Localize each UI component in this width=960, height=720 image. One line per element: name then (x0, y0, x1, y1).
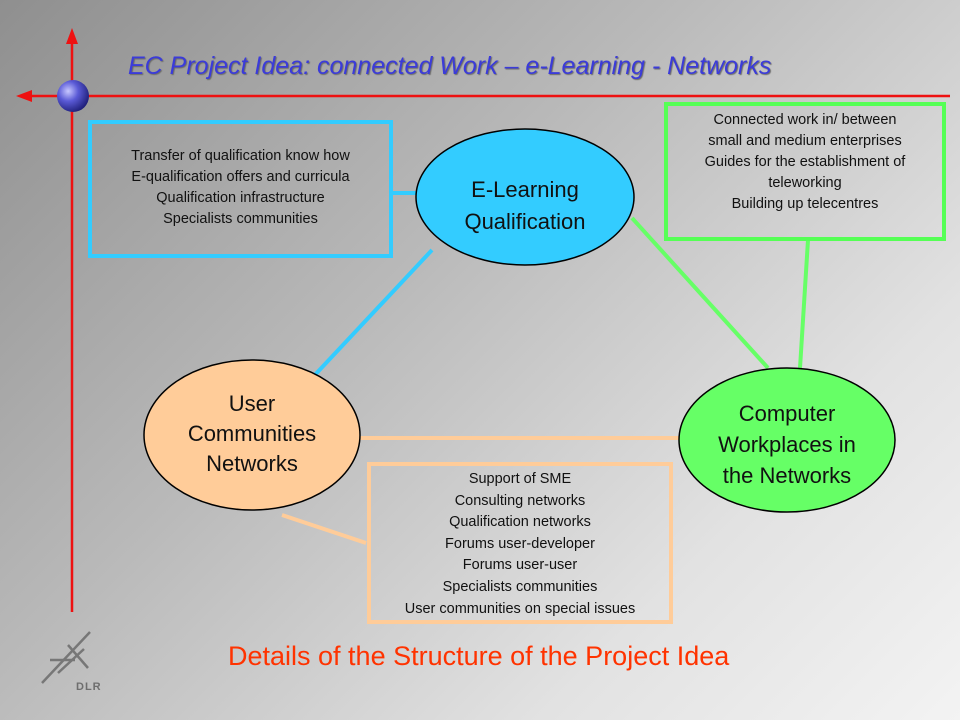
vertical-axis-arrowhead (66, 28, 78, 44)
user-detail-line: User communities on special issues (404, 600, 636, 617)
node-user-label: User Communities Networks (142, 389, 362, 479)
qualification-detail-line: E-qualification offers and curricula (131, 169, 350, 185)
axis-decoration (16, 28, 950, 612)
user-detail-line: Forums user-developer (445, 535, 595, 552)
qualification-detail-line: Transfer of qualification know how (131, 148, 350, 164)
work-detail-line: Connected work in/ between (713, 112, 897, 128)
work-detail-line: small and medium enterprises (708, 133, 902, 149)
dlr-logo-icon (41, 631, 91, 684)
node-user-label-line: User (228, 391, 276, 416)
connector-lines (281, 191, 810, 545)
node-elearning-label: E-Learning Qualification (418, 174, 632, 238)
node-user-label-line: Networks (206, 451, 298, 476)
connector-user-to-user-box (281, 513, 367, 545)
node-computer-label-line: Computer (738, 401, 836, 426)
node-elearning-label-line: Qualification (464, 209, 586, 234)
connected-work-details-box: Connected work in/ between small and med… (664, 102, 946, 241)
qualification-detail-line: Qualification infrastructure (156, 190, 325, 206)
qualification-details-box: Transfer of qualification know how E-qua… (88, 120, 393, 258)
slide-title: EC Project Idea: connected Work – e-Lear… (128, 52, 772, 80)
node-computer-label-line: the Networks (722, 463, 852, 488)
user-communities-details-box: Support of SME Consulting networks Quali… (367, 462, 673, 624)
node-computer-label: Computer Workplaces in the Networks (678, 398, 896, 491)
user-detail-line: Consulting networks (454, 492, 586, 509)
connector-work-box-to-computer (798, 239, 810, 369)
node-computer-ellipse (678, 367, 896, 513)
node-elearning-ellipse (415, 128, 635, 266)
connector-elearning-to-computer (630, 216, 770, 370)
user-detail-line: Specialists communities (442, 578, 598, 595)
node-computer-label-line: Workplaces in (718, 432, 856, 457)
node-user-label-line: Communities (187, 421, 317, 446)
node-elearning-label-line: E-Learning (471, 177, 579, 202)
user-detail-line: Forums user-user (462, 557, 578, 574)
connector-elearning-to-user (310, 248, 434, 380)
dlr-logo-text: DLR (76, 681, 102, 693)
work-detail-line: teleworking (768, 175, 842, 191)
user-detail-line: Qualification networks (449, 514, 591, 531)
work-detail-line: Guides for the establishment of (704, 154, 906, 170)
qualification-detail-line: Specialists communities (163, 211, 318, 227)
user-detail-line: Support of SME (468, 471, 572, 487)
slide-footer-caption: Details of the Structure of the Project … (228, 641, 730, 671)
node-user-ellipse (143, 359, 361, 511)
horizontal-axis-arrowhead (16, 90, 32, 102)
axis-sphere (57, 80, 89, 112)
work-detail-line: Building up telecentres (731, 196, 879, 212)
